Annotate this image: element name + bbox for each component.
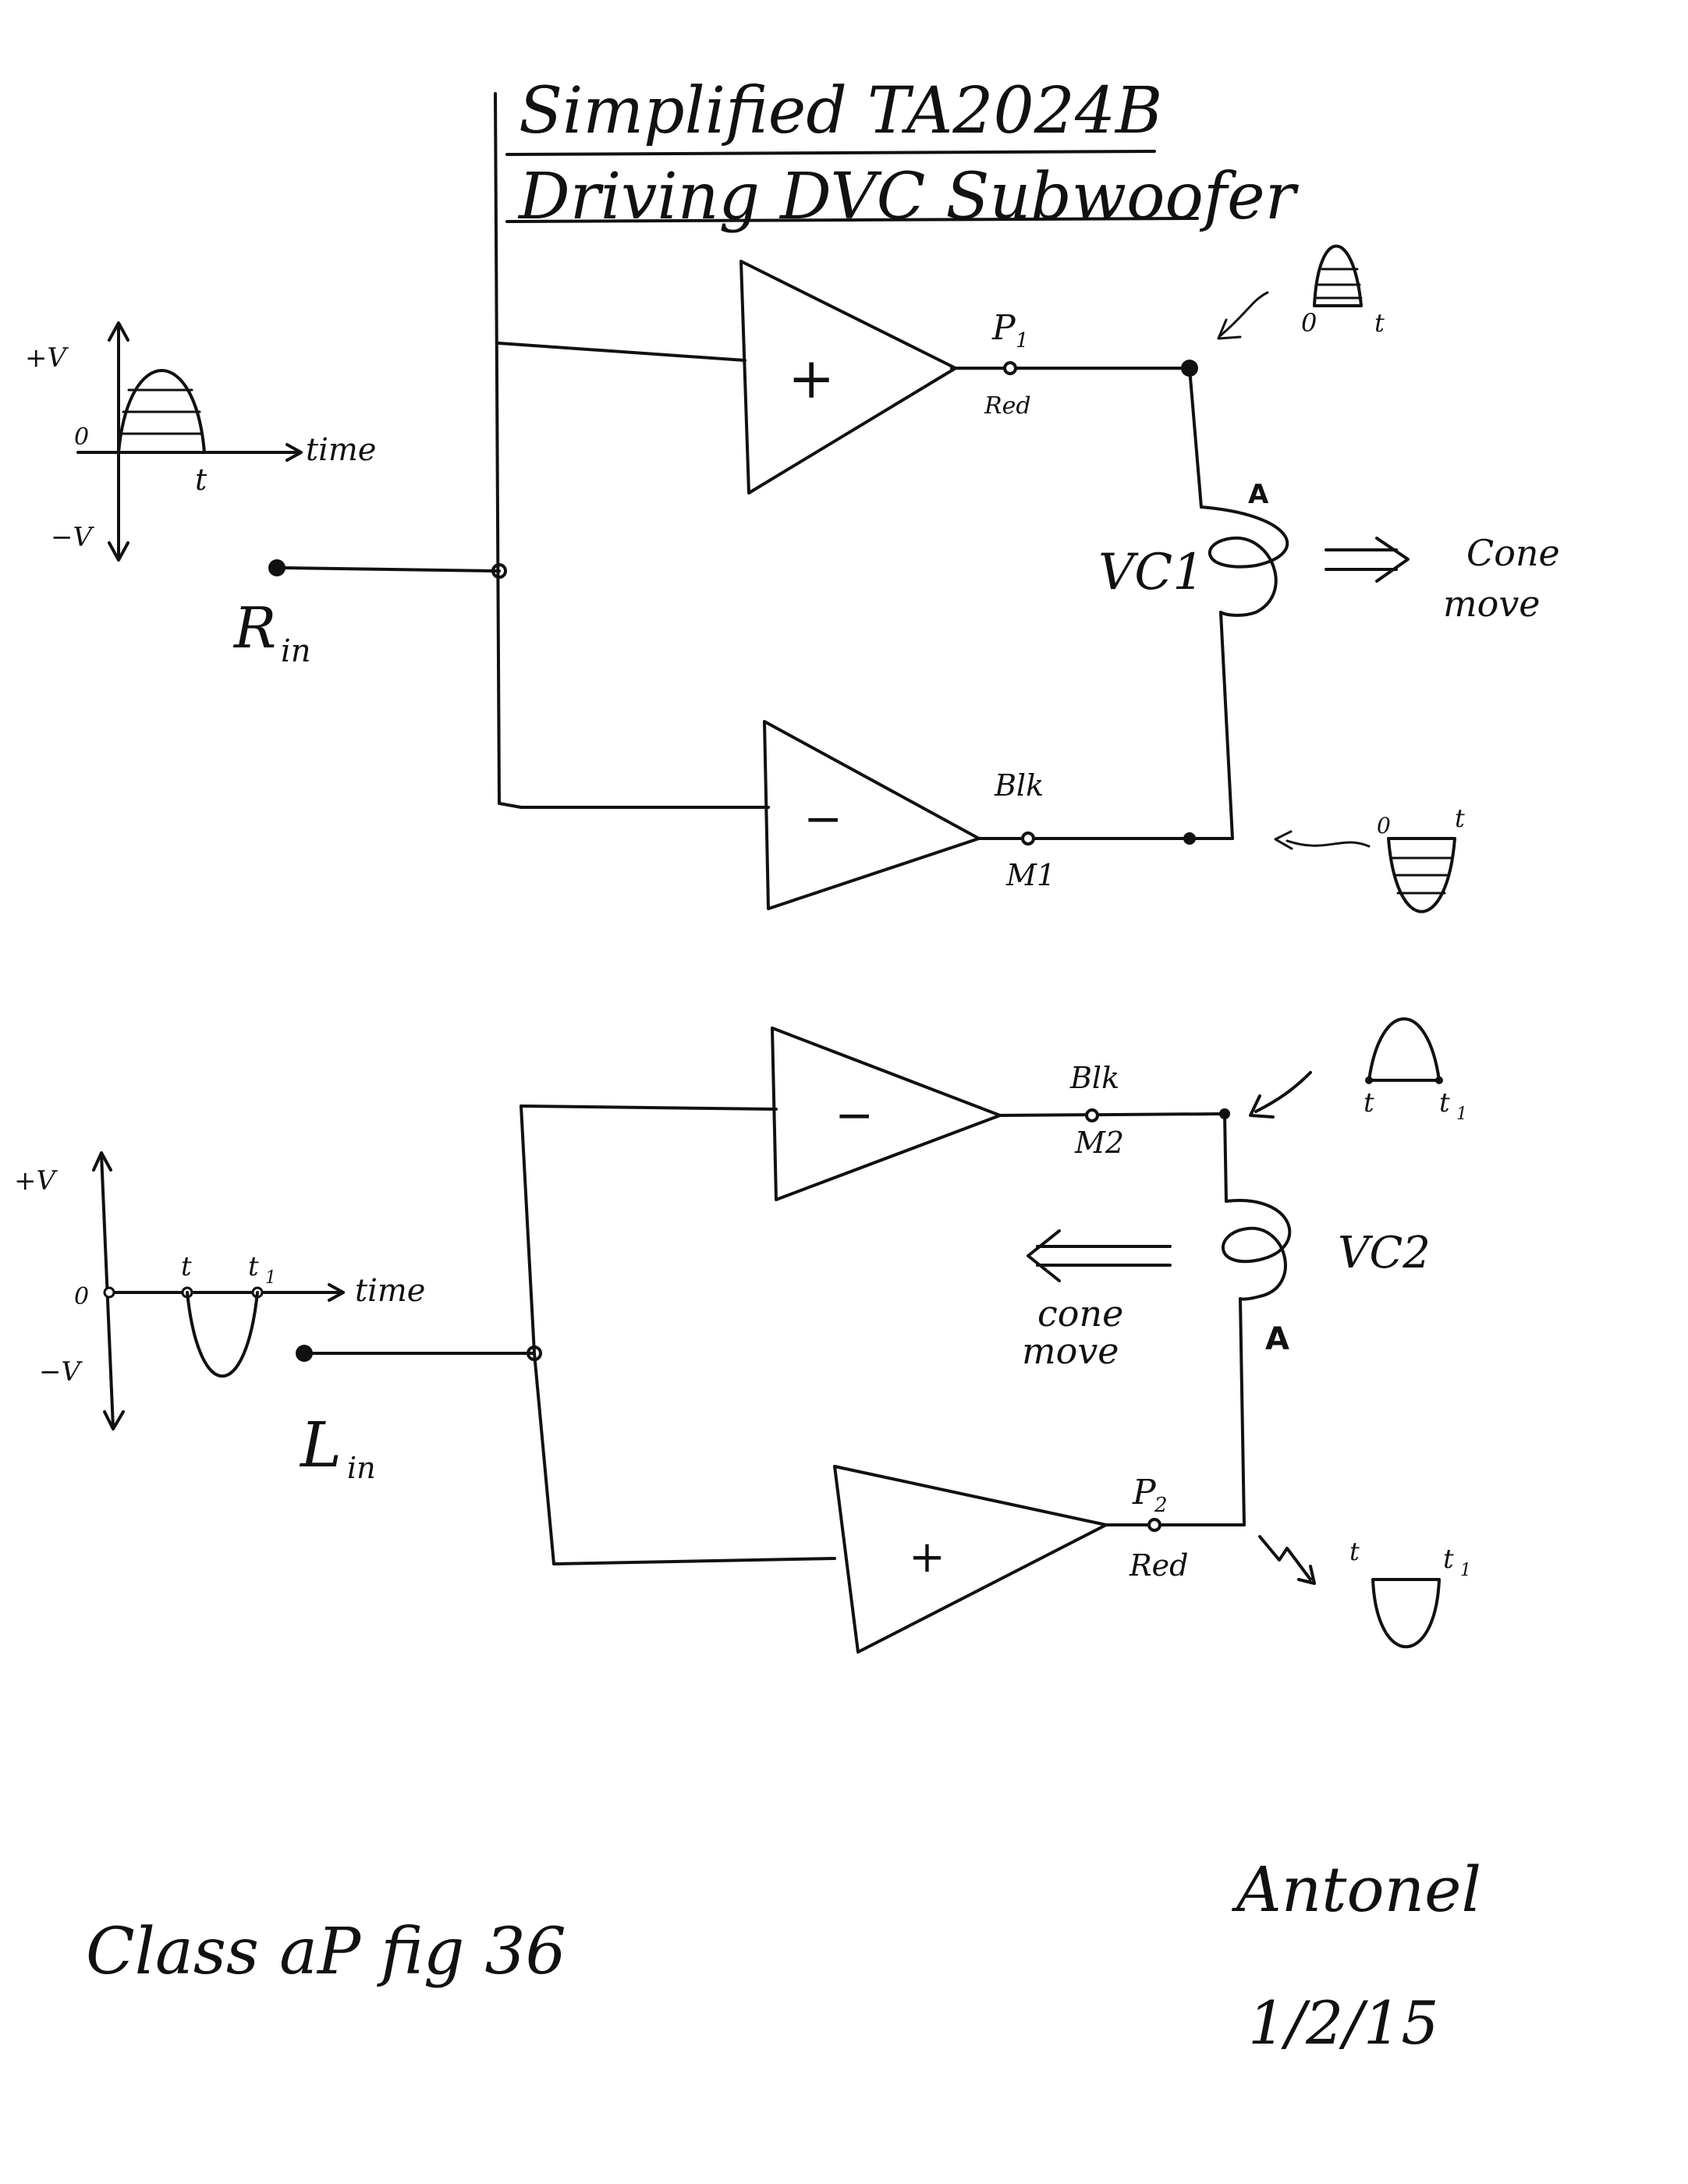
date-label: 1/2/15	[1248, 1988, 1439, 2058]
m1-out-t: t	[1455, 803, 1465, 833]
p1-test-point	[1003, 361, 1017, 375]
p1-output-node	[1181, 360, 1198, 377]
title-line-2: Driving DVC Subwoofer	[517, 160, 1300, 234]
vc1-cone-line1: Cone	[1466, 532, 1560, 574]
m1-label: M1	[1005, 858, 1055, 892]
l-wave-neg-v: −V	[39, 1356, 83, 1388]
p2-sub: 2	[1154, 1494, 1168, 1517]
p2-out-t1-sub: 1	[1460, 1561, 1471, 1580]
top-plus-amplifier	[739, 260, 957, 495]
author-signature: Antonel	[1231, 1853, 1481, 1926]
title-underline-1	[505, 150, 1156, 156]
r-input-junction	[491, 563, 507, 579]
vc2-polarity-mark: A	[1265, 1321, 1289, 1357]
vc1-polarity-mark: A	[1248, 479, 1269, 510]
top-minus-sign: −	[803, 792, 842, 846]
vc1-coil	[1200, 505, 1289, 617]
m2-test-point	[1085, 1108, 1099, 1122]
top-minus-amplifier	[763, 720, 981, 910]
vc2-coil	[1221, 1199, 1292, 1301]
l-input-junction	[527, 1346, 542, 1361]
m1-output-waveform: 0 t	[1274, 803, 1465, 913]
bottom-plus-amplifier	[833, 1465, 1108, 1654]
p1-label: P	[991, 308, 1016, 348]
p1-out-t: t	[1374, 308, 1385, 338]
title-line-1: Simplified TA2024B	[519, 74, 1162, 148]
m2-output-node	[1219, 1108, 1230, 1119]
p1-out-zero: 0	[1301, 308, 1317, 338]
p2-label: P	[1132, 1473, 1157, 1512]
l-wave-pos-v: +V	[14, 1165, 58, 1197]
vc1-cone-line2: move	[1443, 583, 1541, 625]
r-input-waveform: +V −V 0 t time	[25, 321, 376, 562]
l-input-terminal	[296, 1345, 313, 1362]
r-input-sub: in	[281, 633, 311, 669]
positive-half-wave	[117, 369, 206, 454]
bottom-minus-amplifier	[771, 1026, 1002, 1201]
l-wave-zero: 0	[74, 1283, 89, 1310]
r-input-terminal	[268, 559, 285, 576]
p2-test-point	[1147, 1518, 1161, 1532]
l-wave-time-label: time	[355, 1273, 425, 1309]
m1-color: Blk	[994, 768, 1044, 803]
l-input-sub: in	[347, 1451, 376, 1485]
l-wave-t: t	[181, 1251, 192, 1282]
title-block: Simplified TA2024B Driving DVC Subwoofer	[505, 74, 1300, 234]
m2-label: M2	[1074, 1126, 1124, 1160]
p2-color: Red	[1129, 1548, 1188, 1583]
negative-half-wave	[186, 1291, 259, 1377]
m2-out-t1: t	[1439, 1087, 1450, 1119]
vc2-cone-line1: cone	[1037, 1292, 1123, 1335]
vc2-cone-arrow	[1027, 1229, 1172, 1282]
bottom-circuit: +V −V 0 t t 1 time L in −	[14, 1017, 1471, 1654]
bottom-plus-sign: +	[909, 1532, 945, 1583]
m2-out-t: t	[1364, 1087, 1374, 1119]
p1-sub: 1	[1016, 329, 1029, 353]
m2-output-waveform: t t 1	[1249, 1017, 1467, 1124]
m2-out-t1-sub: 1	[1456, 1104, 1467, 1124]
p1-output-waveform: 0 t	[1217, 244, 1385, 340]
bottom-wiring	[310, 1104, 1246, 1565]
wave-pos-v: +V	[25, 342, 69, 374]
top-plus-sign: +	[788, 346, 835, 411]
title-underline-2	[505, 217, 1199, 223]
m2-color: Blk	[1069, 1061, 1119, 1095]
wave-zero: 0	[74, 424, 89, 451]
vc1-cone-arrow	[1325, 537, 1410, 583]
p1-color: Red	[984, 392, 1031, 420]
l-input-waveform: +V −V 0 t t 1 time	[14, 1151, 425, 1431]
m1-output-node	[1183, 832, 1196, 845]
vc2-label: VC2	[1338, 1228, 1431, 1278]
p2-output-waveform: t t 1	[1258, 1535, 1471, 1649]
vc1-label: VC1	[1098, 544, 1204, 601]
footer: Class aP fig 36 Antonel 1/2/15	[86, 1853, 1481, 2058]
vc2-cone-line2: move	[1022, 1330, 1119, 1372]
wave-time-label: time	[306, 432, 376, 468]
m1-out-zero: 0	[1377, 813, 1391, 838]
l-input-label: L	[299, 1409, 342, 1481]
top-circuit: +V −V 0 t time R in + −	[25, 92, 1560, 913]
l-wave-t1: t	[248, 1251, 259, 1282]
wave-neg-v: −V	[51, 522, 94, 553]
wave-t: t	[195, 463, 207, 497]
p2-out-t: t	[1349, 1537, 1360, 1566]
r-input-label: R	[232, 595, 276, 661]
m1-test-point	[1021, 831, 1035, 846]
figure-label: Class aP fig 36	[86, 1915, 566, 1989]
bottom-minus-sign: −	[835, 1088, 874, 1143]
p2-out-t1: t	[1443, 1544, 1454, 1575]
l-wave-t1-sub: 1	[265, 1268, 276, 1288]
